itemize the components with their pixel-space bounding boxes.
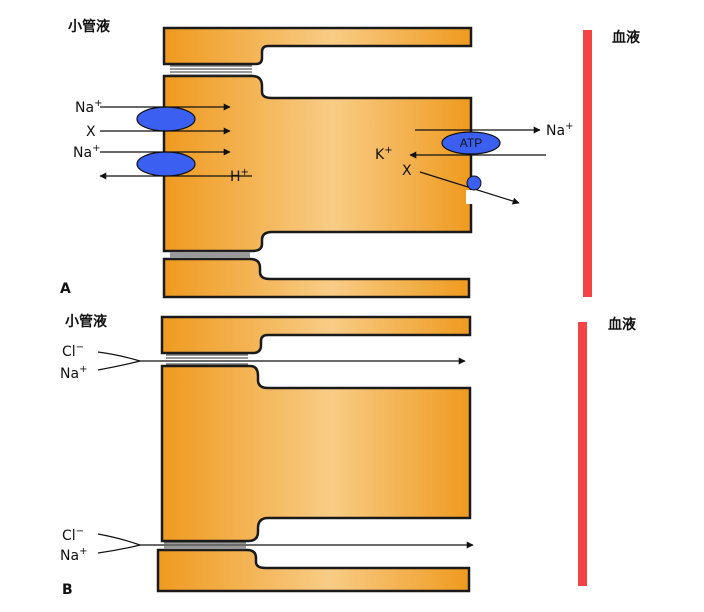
symporter-protein	[136, 106, 196, 132]
tubule-fluid-label-a: 小管液	[68, 18, 111, 35]
label-cl-upper: Cl−	[62, 342, 84, 360]
label-cl-lower: Cl−	[62, 526, 84, 544]
tight-junction-a-top	[170, 65, 252, 76]
label-na-2: Na+	[73, 143, 100, 161]
label-x-apical: X	[86, 124, 96, 140]
panel-b: Cl− Na+ Cl− Na+ 小管液 血液 B	[60, 313, 637, 598]
blood-bar-a	[583, 30, 592, 297]
label-k: K+	[375, 145, 393, 163]
curve-na-upper	[97, 360, 141, 371]
tight-junction-a-bottom	[170, 251, 250, 259]
label-h: H+	[230, 167, 249, 185]
label-atp: ATP	[460, 136, 482, 150]
curve-cl-lower	[97, 533, 141, 546]
na-k-atpase-pump	[441, 131, 501, 155]
cell-main-a	[162, 74, 473, 253]
panel-letter-a: A	[60, 281, 71, 297]
label-na-1: Na+	[75, 98, 102, 116]
cell-top-a	[162, 26, 473, 66]
panel-a: Na+ X Na+ H+ ATP Na+ K+ X 小管液 血液 A	[60, 18, 641, 299]
cell-main-b	[160, 364, 472, 543]
cell-bottom-a	[162, 257, 471, 299]
label-na-upper: Na+	[60, 364, 87, 382]
curve-cl-upper	[97, 351, 141, 362]
label-na-basolateral: Na+	[546, 121, 573, 139]
blood-bar-b	[578, 322, 587, 586]
membrane-gap	[466, 190, 474, 204]
panel-letter-b: B	[62, 582, 73, 598]
tubule-fluid-label-b: 小管液	[65, 313, 108, 330]
cell-top-b	[160, 315, 472, 355]
curve-na-lower	[97, 544, 141, 554]
label-x-basolateral: X	[402, 163, 412, 179]
label-na-lower: Na+	[60, 546, 87, 564]
antiporter-protein	[136, 151, 196, 177]
tight-junction-b-top	[166, 354, 248, 365]
blood-label-a: 血液	[612, 29, 641, 46]
cell-bottom-b	[156, 548, 471, 593]
blood-label-b: 血液	[608, 316, 637, 333]
tight-junction-b-bottom	[164, 542, 246, 550]
basolateral-carrier	[466, 175, 482, 191]
